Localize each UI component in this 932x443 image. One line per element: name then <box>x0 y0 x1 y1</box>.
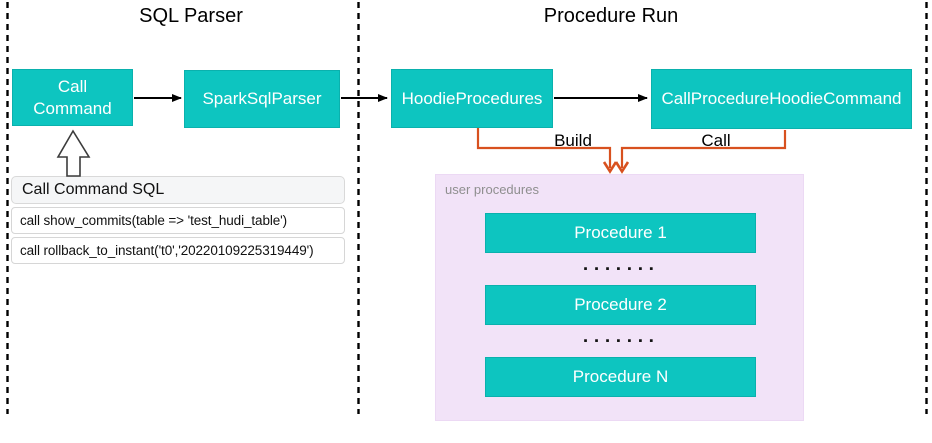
build-arrowhead <box>602 161 618 174</box>
procedure-2-node: Procedure 2 <box>485 285 756 325</box>
call-arrowhead <box>614 161 630 174</box>
user-procedures-panel: user procedures Procedure 1 ▪ ▪ ▪ ▪ ▪ ▪ … <box>435 174 804 421</box>
user-procedures-label: user procedures <box>445 182 539 197</box>
build-edge-label: Build <box>554 131 592 150</box>
call-command-sql-box: Call Command SQL call show_commits(table… <box>11 176 345 264</box>
call-edge-label: Call <box>701 131 731 150</box>
call-procedure-hoodie-command-node: CallProcedureHoodieCommand <box>651 69 912 129</box>
sql-parser-panel-title: SQL Parser <box>139 5 243 27</box>
procedure-n-node: Procedure N <box>485 357 756 397</box>
sql-box-header: Call Command SQL <box>11 176 345 204</box>
sql-statement-show-commits: call show_commits(table => 'test_hudi_ta… <box>11 207 345 234</box>
procedure-1-node: Procedure 1 <box>485 213 756 253</box>
call-command-node: Call Command <box>12 69 133 126</box>
spark-sql-parser-node: SparkSqlParser <box>184 70 340 128</box>
sql-statement-rollback-to-instant: call rollback_to_instant('t0','202201092… <box>11 237 345 264</box>
hoodie-procedures-node: HoodieProcedures <box>391 69 553 128</box>
up-arrow-sql-to-callcommand <box>56 129 91 177</box>
ellipsis-dots: ▪ ▪ ▪ ▪ ▪ ▪ ▪ <box>583 263 656 275</box>
procedure-run-panel-title: Procedure Run <box>543 5 679 27</box>
ellipsis-dots: ▪ ▪ ▪ ▪ ▪ ▪ ▪ <box>583 335 656 347</box>
